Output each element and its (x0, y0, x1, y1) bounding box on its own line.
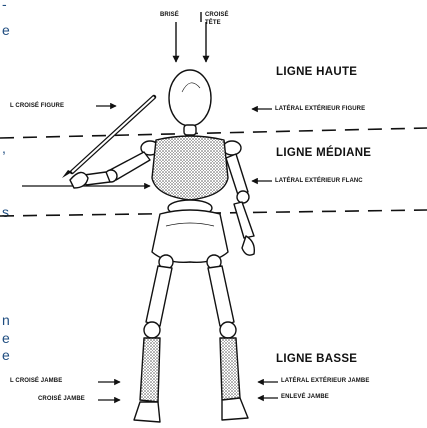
label-croise-figure: L CROISÉ FIGURE (10, 103, 64, 109)
thigh-right (208, 266, 234, 326)
label-croise-jambe: L CROISÉ JAMBE (10, 378, 62, 384)
label-enleve-jambe: ENLEVÉ JAMBE (281, 394, 329, 400)
label-ligne-mediane: LIGNE MÉDIANE (276, 147, 371, 159)
head (169, 70, 211, 126)
label-lateral-jambe: LATÉRAL EXTÉRIEUR JAMBE (281, 378, 369, 384)
shin-left (140, 338, 160, 402)
label-lateral-figure: LATÉRAL EXTÉRIEUR FIGURE (275, 106, 365, 112)
label-ligne-haute: LIGNE HAUTE (276, 66, 357, 78)
label-croise-jambe-2: CROISÉ JAMBE (38, 396, 85, 402)
label-croise: CROISÉ (205, 12, 229, 18)
upper-arm-down (226, 154, 248, 195)
foot-right (222, 398, 248, 420)
pelvis (152, 210, 228, 262)
label-ligne-basse: LIGNE BASSE (276, 353, 357, 365)
chest (152, 136, 228, 200)
label-tete: TÊTE (205, 20, 221, 26)
foot-left (134, 402, 160, 422)
shin-right (220, 338, 240, 400)
label-brise: BRISÉ (160, 12, 179, 18)
thigh-left (146, 266, 172, 326)
ligne-haute-dash (0, 128, 427, 138)
hand-down (242, 236, 254, 255)
label-lateral-flanc: LATÉRAL EXTÉRIEUR FLANC (275, 178, 363, 184)
